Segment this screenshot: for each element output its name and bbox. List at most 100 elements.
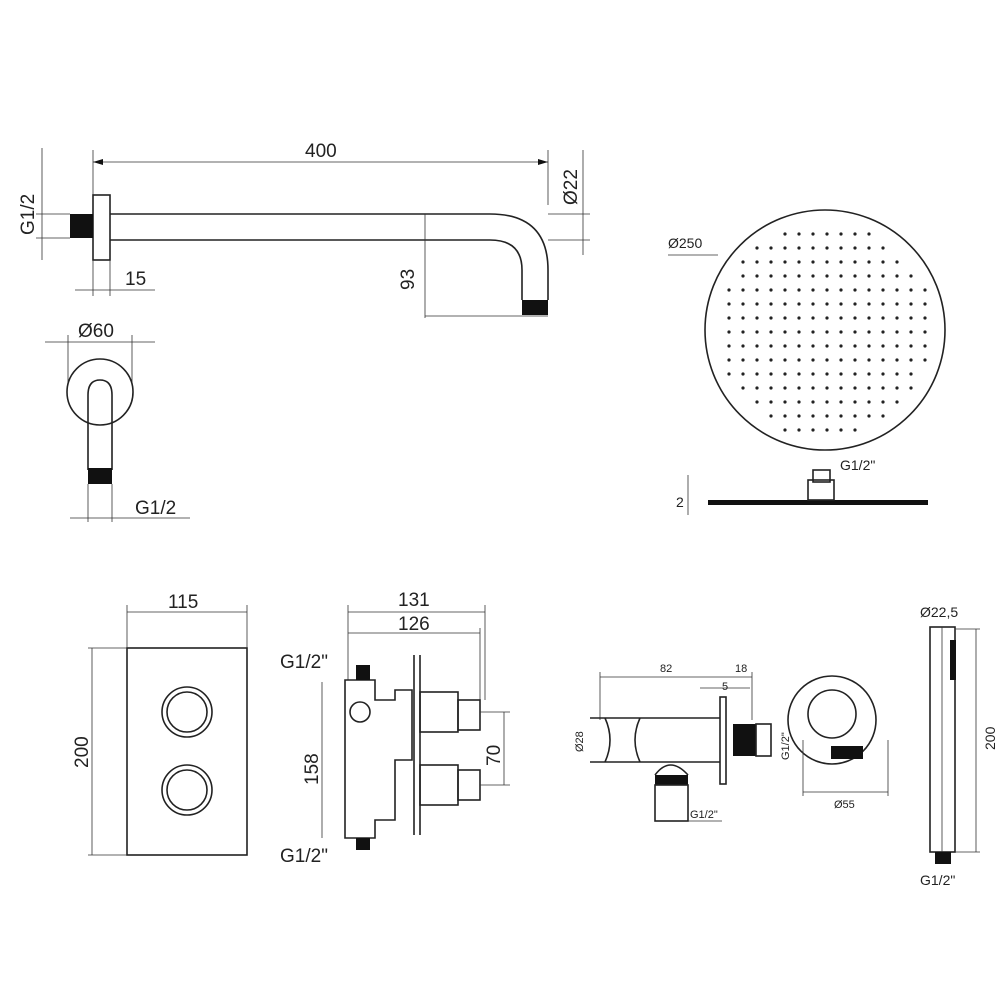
nozzle-dot [727,358,731,362]
nozzle-dot [867,232,871,236]
outlet-flange-label: 18 [735,663,747,675]
nozzle-dot [727,316,731,320]
nozzle-dot [825,414,829,418]
nozzle-dot [769,246,773,250]
nozzle-dot [825,372,829,376]
nozzle-dot [839,330,843,334]
nozzle-dot [839,414,843,418]
nozzle-dot [881,260,885,264]
nozzle-dot [867,246,871,250]
nozzle-dot [755,260,759,264]
nozzle-dot [923,316,927,320]
nozzle-dot [783,428,787,432]
nozzle-dot [797,260,801,264]
hand-shower-thread-label: G1/2" [920,872,955,888]
nozzle-dot [755,330,759,334]
valve-body-side-view: 131 126 158 70 G1/2" G1/2" [280,590,510,867]
nozzle-dot [797,372,801,376]
nozzle-dot [867,316,871,320]
nozzle-dot [727,288,731,292]
nozzle-dot [895,316,899,320]
nozzle-dot [895,288,899,292]
nozzle-dot [769,400,773,404]
nozzle-dot [727,302,731,306]
nozzle-dot [923,302,927,306]
nozzle-dot [909,386,913,390]
nozzle-dot [881,246,885,250]
nozzle-dot [797,246,801,250]
nozzle-dot [755,288,759,292]
nozzle-dot [755,400,759,404]
flange-diameter-label: Ø60 [78,321,114,342]
nozzle-dot [895,330,899,334]
nozzle-dot [881,372,885,376]
nozzle-dot [853,260,857,264]
wall-flange-front-view: Ø60 G1/2 [45,321,190,522]
nozzle-dot [923,288,927,292]
nozzle-dot [741,302,745,306]
pipe-diameter-label: Ø22 [561,169,582,205]
nozzle-dot [797,274,801,278]
nozzle-dot [797,428,801,432]
nozzle-dot [825,232,829,236]
nozzle-dot [811,288,815,292]
nozzle-dot [881,288,885,292]
nozzle-dot [839,372,843,376]
nozzle-dot [825,358,829,362]
nozzle-dot [797,330,801,334]
nozzle-dot [783,316,787,320]
valve-inlet-bottom-label: G1/2" [280,846,328,867]
nozzle-dot [811,330,815,334]
nozzle-dot [769,316,773,320]
nozzle-dot [853,274,857,278]
nozzle-dot [811,428,815,432]
nozzle-dot [783,302,787,306]
nozzle-dot [895,260,899,264]
nozzle-dot [783,358,787,362]
nozzle-dot [769,260,773,264]
valve-depth-min-label: 126 [398,614,430,635]
nozzle-dot [839,288,843,292]
nozzle-dot [783,400,787,404]
nozzle-dot [909,330,913,334]
nozzle-dot [881,302,885,306]
nozzle-dot [811,372,815,376]
nozzle-dot [755,302,759,306]
nozzle-dot [797,344,801,348]
nozzle-dot [909,358,913,362]
nozzle-dot [755,386,759,390]
nozzle-dot [825,344,829,348]
nozzle-dot [853,414,857,418]
hand-shower-side-view: Ø22,5 200 G1/2" [920,604,998,888]
nozzle-dot [825,330,829,334]
nozzle-dot [783,246,787,250]
nozzle-dot [811,344,815,348]
nozzle-dot [853,330,857,334]
nozzle-dot [811,302,815,306]
nozzle-dot [769,372,773,376]
nozzle-dot [881,414,885,418]
nozzle-dot [811,400,815,404]
nozzle-dot [867,400,871,404]
nozzle-dot [909,344,913,348]
nozzle-dot [839,316,843,320]
nozzle-dot [825,274,829,278]
nozzle-dot [727,344,731,348]
nozzle-dot [853,358,857,362]
head-diameter-label: Ø250 [668,235,702,251]
outlet-diameter-label: Ø28 [574,731,586,752]
nozzle-dot [839,246,843,250]
shower-head-side-view: G1/2" 2 [676,457,928,515]
nozzle-dot [867,358,871,362]
nozzle-dot [909,288,913,292]
nozzle-dot [867,414,871,418]
nozzle-dot [909,372,913,376]
nozzle-dot [825,316,829,320]
nozzle-dot [867,302,871,306]
nozzle-dot [825,246,829,250]
nozzle-dot [867,274,871,278]
nozzle-dot [825,400,829,404]
nozzle-dot [839,302,843,306]
nozzle-dot [881,386,885,390]
